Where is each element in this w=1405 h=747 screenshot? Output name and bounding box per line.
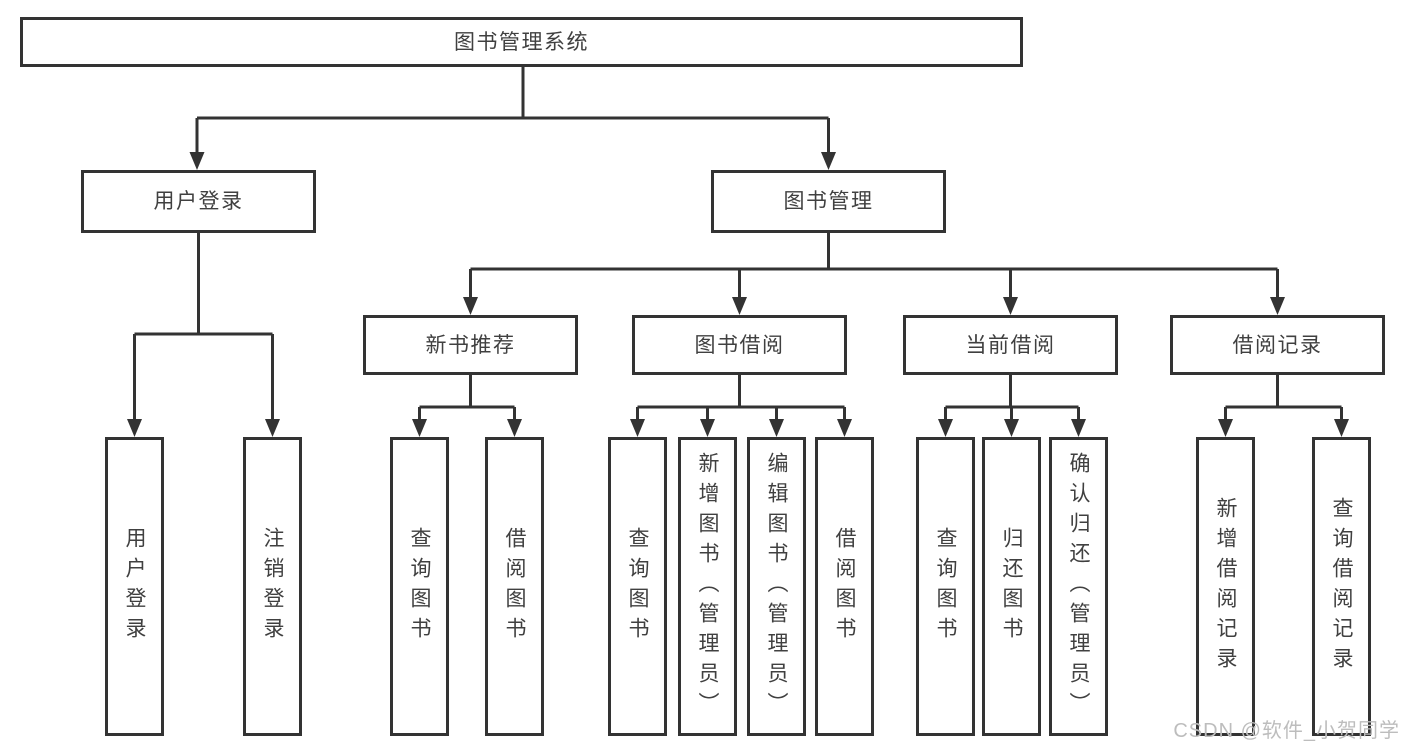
leaf-edit-books-admin-label: 编辑图书（管理员）: [765, 451, 788, 722]
watermark: CSDN @软件_小贺同学: [1173, 720, 1400, 742]
leaf-edit-books-admin: 编辑图书（管理员）: [747, 437, 806, 736]
node-borrow-records-label: 借阅记录: [1232, 333, 1323, 357]
leaf-query-books-borrow: 查询图书: [608, 437, 667, 736]
leaf-logout-label: 注销登录: [261, 526, 284, 647]
leaf-add-borrow-record: 新增借阅记录: [1196, 437, 1255, 736]
leaf-confirm-return-admin: 确认归还（管理员）: [1049, 437, 1108, 736]
leaf-borrow-books-recommend: 借阅图书: [485, 437, 544, 736]
leaf-user-login-label: 用户登录: [123, 526, 146, 647]
leaf-query-books-borrow-label: 查询图书: [626, 526, 649, 647]
node-user-login: 用户登录: [81, 170, 316, 233]
leaf-borrow-books-recommend-label: 借阅图书: [503, 526, 526, 647]
node-new-book-recommend-label: 新书推荐: [425, 333, 516, 357]
leaf-logout: 注销登录: [243, 437, 302, 736]
leaf-query-books-recommend-label: 查询图书: [408, 526, 431, 647]
node-current-borrow-label: 当前借阅: [965, 333, 1056, 357]
leaf-add-borrow-record-label: 新增借阅记录: [1214, 496, 1237, 677]
leaf-confirm-return-admin-label: 确认归还（管理员）: [1067, 451, 1090, 722]
node-current-borrow: 当前借阅: [903, 315, 1118, 375]
node-borrow-records: 借阅记录: [1170, 315, 1385, 375]
leaf-query-books-recommend: 查询图书: [390, 437, 449, 736]
leaf-query-borrow-record: 查询借阅记录: [1312, 437, 1371, 736]
node-book-borrow-label: 图书借阅: [694, 333, 785, 357]
leaf-add-books-admin-label: 新增图书（管理员）: [696, 451, 719, 722]
leaf-return-books: 归还图书: [982, 437, 1041, 736]
leaf-query-books-current: 查询图书: [916, 437, 975, 736]
leaf-query-books-current-label: 查询图书: [934, 526, 957, 647]
leaf-return-books-label: 归还图书: [1000, 526, 1023, 647]
leaf-query-borrow-record-label: 查询借阅记录: [1330, 496, 1353, 677]
node-book-management-label: 图书管理: [783, 190, 874, 213]
leaf-user-login: 用户登录: [105, 437, 164, 736]
node-book-borrow: 图书借阅: [632, 315, 847, 375]
leaf-add-books-admin: 新增图书（管理员）: [678, 437, 737, 736]
node-book-management: 图书管理: [711, 170, 946, 233]
leaf-borrow-books: 借阅图书: [815, 437, 874, 736]
node-library-management-system-label: 图书管理系统: [454, 30, 589, 54]
node-library-management-system: 图书管理系统: [20, 17, 1023, 67]
node-user-login-label: 用户登录: [153, 190, 244, 213]
node-new-book-recommend: 新书推荐: [363, 315, 578, 375]
leaf-borrow-books-label: 借阅图书: [833, 526, 856, 647]
